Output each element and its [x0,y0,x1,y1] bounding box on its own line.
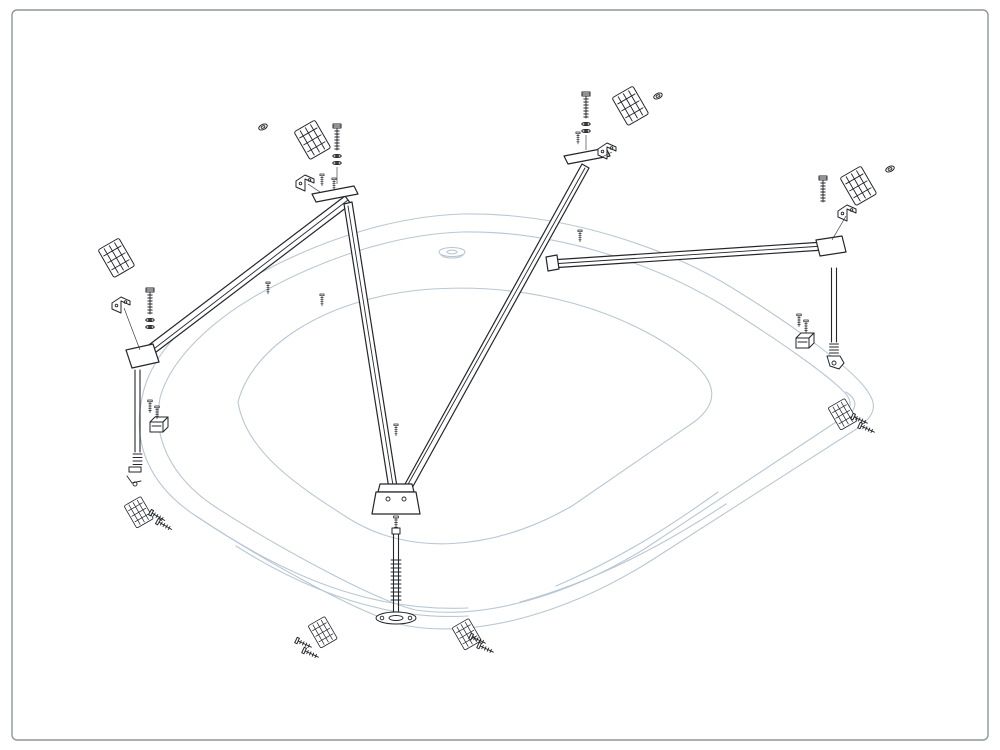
frame-rail-diagonal-right [393,163,590,509]
hex-bolt [581,91,591,119]
corner-bracket-left [125,343,160,369]
clamp-block [149,416,169,433]
screw [575,131,581,145]
clamp-block [795,332,815,349]
ring-washer [652,91,664,101]
l-shaped-bracket [837,204,857,222]
screw [319,173,325,187]
ring-washer [257,122,269,132]
hex-bolt [332,123,342,151]
l-shaped-bracket [597,142,617,160]
hardware-bottom-center-left [294,616,338,661]
hex-bolt [818,175,828,203]
screw [301,646,321,661]
perforated-mounting-plate [293,119,332,161]
washer [332,154,342,158]
leg-left [126,369,143,487]
hardware-bottom-left [123,495,174,533]
hardware-right-lower [827,397,877,436]
screw [577,229,583,243]
frame-rail-left [136,195,352,363]
hardware-left-mid [97,237,155,351]
hardware-right-upper [818,164,896,241]
l-shaped-bracket [295,174,315,192]
leg-foot-flange [128,466,142,473]
leg-right [826,267,845,370]
perforated-mounting-plate [307,616,338,649]
washer [145,318,155,322]
screw [319,293,325,307]
screw [147,399,153,414]
support-frame [125,147,847,625]
apex-gusset-plate [371,483,421,515]
front-apron-contours [195,491,727,617]
hardware-top-left [257,119,342,193]
washer [332,161,342,165]
hex-bolt [145,287,155,315]
screw [857,421,877,436]
sheet-border [11,9,989,741]
bathtub-shell [138,213,874,630]
frame-rail-right [545,241,825,272]
drain [438,246,466,259]
screw [803,319,809,334]
leg-foot-flange [826,355,845,370]
screw [393,423,399,437]
ring-washer [884,164,896,174]
washer [581,122,591,126]
leg-foot-flange [375,611,417,625]
screw [476,641,496,656]
frame-rail-diagonal-left [343,201,401,509]
screw [796,313,802,328]
perforated-mounting-plate [123,495,154,529]
corner-bracket-right [815,235,847,257]
perforated-mounting-plate [97,237,136,279]
washer [145,325,155,329]
leg-center [375,515,417,625]
perforated-mounting-plate [451,618,482,651]
l-shaped-bracket [111,296,131,314]
junction-top-left-crossbar [311,185,359,203]
screw [331,177,337,191]
hardware-bottom-center-right [451,618,496,656]
washer [581,129,591,133]
hardware-top-right [575,85,664,160]
perforated-mounting-plate [839,165,878,207]
perforated-mounting-plate [611,85,650,127]
